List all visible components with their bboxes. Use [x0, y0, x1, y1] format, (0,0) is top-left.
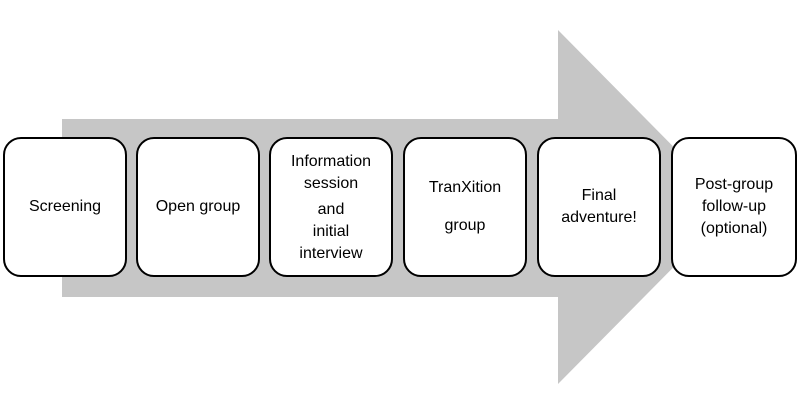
step-label-post-group: Post-group: [694, 176, 774, 193]
step-label-group: group: [444, 217, 486, 234]
step-label-interview: interview: [299, 245, 363, 262]
step-label-information: Information: [290, 153, 372, 170]
step-box-information-session: Information session and initial intervie…: [269, 137, 393, 277]
step-box-post-group-follow-up: Post-group follow-up (optional): [671, 137, 797, 277]
step-box-open-group: Open group: [136, 137, 260, 277]
step-label-session: session: [303, 175, 359, 192]
step-label-final: Final: [581, 187, 617, 204]
process-arrow-shape: [62, 30, 733, 384]
step-label-tranxition: TranXition: [428, 179, 502, 196]
step-label-adventure: adventure!: [561, 209, 637, 226]
step-box-final-adventure: Final adventure!: [537, 137, 661, 277]
step-label-open-group: Open group: [155, 198, 241, 215]
step-label-and: and: [317, 201, 345, 218]
step-label-follow-up: follow-up: [701, 198, 767, 215]
step-label-optional: (optional): [700, 220, 768, 237]
step-box-screening: Screening: [3, 137, 127, 277]
step-label-screening: Screening: [28, 198, 102, 215]
step-label-initial: initial: [312, 223, 350, 240]
step-box-tranxition-group: TranXition group: [403, 137, 527, 277]
